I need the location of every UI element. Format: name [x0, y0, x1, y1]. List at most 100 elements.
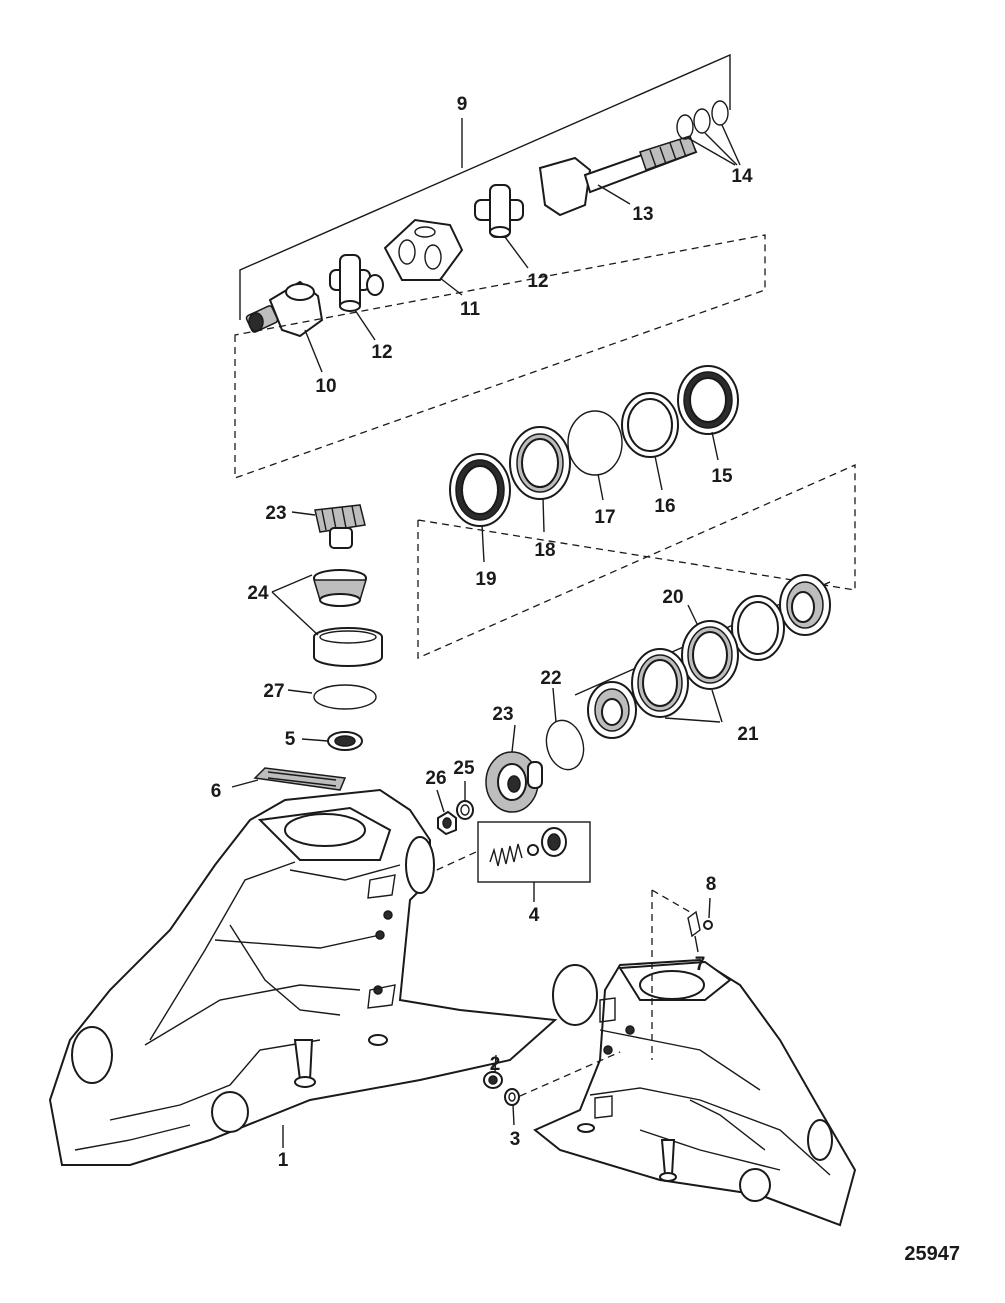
- pinion-stack: [231, 504, 383, 791]
- leader-5: [301, 738, 329, 742]
- callout-7: 7: [695, 954, 706, 975]
- screw-8: [703, 920, 713, 930]
- dashed-group-lower: [417, 464, 856, 659]
- dashed-group-upper: [234, 234, 766, 479]
- leader-27: [287, 689, 313, 694]
- bearing-race-20: [731, 595, 785, 661]
- nut-26: [437, 810, 457, 836]
- callout-22: 22: [540, 668, 561, 689]
- callout-12-lower: 12: [371, 342, 392, 363]
- plug-2: [483, 1071, 503, 1089]
- callout-21: 21: [737, 724, 759, 745]
- callout-23-lower: 23: [492, 704, 513, 725]
- bearing-retainer-15: [677, 365, 739, 435]
- leader-21b: [711, 689, 723, 723]
- shaft-13: [538, 135, 698, 217]
- bearing-cup-21-left: [631, 648, 689, 718]
- callout-26: 26: [425, 768, 446, 789]
- callout-9: 9: [457, 94, 468, 115]
- ujoint-cross-12-upper: [474, 184, 524, 238]
- callout-4: 4: [529, 905, 540, 926]
- figure-number: 25947: [904, 1243, 960, 1265]
- leader-18: [542, 497, 545, 533]
- leader-14b: [704, 132, 738, 166]
- ring-17: [567, 410, 623, 476]
- leader-14a: [687, 137, 736, 166]
- leader-11: [439, 277, 463, 296]
- leader-17: [597, 473, 604, 501]
- bearing-cup-24: [313, 627, 383, 667]
- leader-8: [708, 897, 711, 919]
- dashed-alignment-7b: [651, 889, 691, 913]
- tapered-bearing-24: [312, 569, 368, 607]
- leader-3: [512, 1104, 515, 1126]
- leader-15: [711, 431, 719, 461]
- bearing-cup-21-right: [681, 620, 739, 690]
- callout-20: 20: [662, 587, 683, 608]
- callout-8: 8: [706, 874, 717, 895]
- clip-7: [687, 910, 701, 938]
- callout-27: 27: [263, 681, 284, 702]
- callout-1: 1: [278, 1150, 289, 1171]
- leader-23-upper: [291, 511, 316, 516]
- center-coupling-11: [383, 218, 464, 281]
- callout-15: 15: [711, 466, 733, 487]
- drive-gear-23-lower: [485, 751, 543, 813]
- callout-25: 25: [453, 758, 475, 779]
- leader-14c: [721, 124, 741, 166]
- assembly-9-bracket: [239, 53, 731, 320]
- bearing-cup-18: [509, 426, 571, 500]
- callout-5: 5: [285, 729, 296, 750]
- bearing-stack: [449, 365, 739, 563]
- callout-10: 10: [315, 376, 336, 397]
- leader-16: [654, 455, 663, 491]
- leader-24b: [271, 591, 319, 636]
- washer-16: [621, 392, 679, 458]
- leader-2: [494, 1054, 497, 1073]
- gear-housing-1: [48, 788, 558, 1166]
- leader-21a: [664, 717, 721, 723]
- tapered-bearing-20-right: [779, 574, 831, 636]
- leader-12-lower: [354, 309, 376, 341]
- leader-22: [552, 687, 557, 723]
- oring-22: [545, 719, 585, 771]
- bearing-set: [545, 574, 831, 771]
- spring-kit-4: [477, 821, 591, 883]
- gear-and-hardware: [414, 724, 591, 902]
- leader-7: [694, 935, 699, 953]
- leader-13: [597, 184, 631, 205]
- callout-19: 19: [475, 569, 496, 590]
- oring-27: [313, 684, 377, 710]
- callout-24: 24: [247, 583, 269, 604]
- leader-6: [231, 779, 259, 788]
- callout-12-upper: 12: [527, 271, 548, 292]
- pad-6: [253, 767, 347, 791]
- seal-19: [449, 453, 511, 527]
- washer-3: [504, 1088, 520, 1106]
- tapered-bearing-20-left: [587, 681, 637, 739]
- dashed-alignment-2-3: [519, 1051, 621, 1097]
- leader-19: [481, 524, 485, 563]
- callout-11: 11: [460, 299, 481, 320]
- leader-24a: [271, 574, 313, 593]
- callout-23-upper: 23: [265, 503, 286, 524]
- driveshaft-assembly: [239, 53, 741, 373]
- leader-10: [304, 329, 323, 373]
- callout-16: 16: [654, 496, 675, 517]
- leader-23-lower: [511, 724, 516, 753]
- callout-3: 3: [510, 1129, 521, 1150]
- callout-6: 6: [211, 781, 222, 802]
- seal-5: [327, 731, 363, 751]
- callout-13: 13: [632, 204, 653, 225]
- callout-17: 17: [594, 507, 615, 528]
- ujoint-cross-12-lower: [329, 254, 384, 312]
- callout-14: 14: [731, 166, 753, 187]
- yoke-10: [245, 280, 324, 338]
- rings-14: [676, 100, 729, 140]
- callout-labels: 9 10 12 11 12 13 14 15 16 17 18 19 20 21…: [211, 94, 759, 1171]
- washer-25: [456, 800, 474, 820]
- leader-12-upper: [504, 236, 529, 269]
- callout-2: 2: [490, 1054, 501, 1075]
- callout-18: 18: [534, 540, 555, 561]
